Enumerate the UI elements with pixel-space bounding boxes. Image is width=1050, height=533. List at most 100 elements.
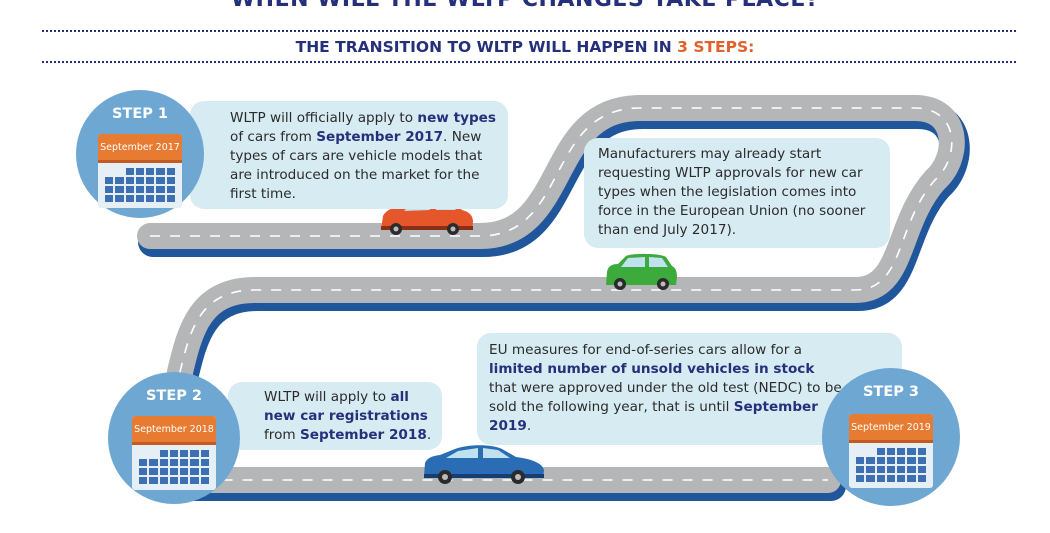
calendar-day-cell (139, 477, 148, 484)
calendar-day-cell (166, 195, 175, 202)
calendar-day-cell (105, 177, 114, 184)
calendar-grid (139, 450, 209, 484)
calendar-grid (105, 168, 175, 202)
step2-label: STEP 2 (145, 388, 202, 404)
early-approval-description: Manufacturers may already start requesti… (584, 138, 890, 248)
calendar-day-cell (139, 450, 147, 457)
b3-text: from (264, 427, 300, 443)
calendar-day-cell (876, 466, 885, 473)
b3-text: . (426, 427, 432, 443)
calendar-day-cell (135, 186, 145, 193)
step3-badge: STEP 3 September 2019 (822, 368, 960, 506)
b3-bold-registrations: all new car registrations (264, 389, 428, 424)
b4-text: EU measures for end-of-series cars allow… (489, 342, 802, 358)
b1-text: WLTP will officially apply to (230, 110, 418, 126)
b1-bold-date: September 2017 (316, 129, 444, 145)
calendar-day-cell (907, 448, 916, 455)
calendar-day-cell (886, 466, 896, 473)
blue-car-icon (424, 445, 544, 484)
step1-label: STEP 1 (111, 106, 168, 122)
b1-text: of cars from (230, 129, 317, 145)
calendar-day-cell (135, 177, 145, 184)
b4-text: that were approved under the old test (N… (489, 380, 842, 415)
calendar-day-cell (856, 457, 865, 464)
calendar-day-cell (125, 168, 134, 175)
calendar-day-cell (180, 477, 189, 484)
calendar-day-cell (169, 468, 179, 475)
calendar-day-cell (115, 195, 124, 202)
calendar-month: September 2019 (849, 414, 933, 443)
calendar-day-cell (200, 459, 209, 466)
calendar-day-cell (907, 475, 916, 482)
calendar-day-cell (190, 477, 199, 484)
calendar-day-cell (125, 177, 134, 184)
calendar-day-cell (139, 468, 148, 475)
calendar-day-cell (200, 468, 209, 475)
calendar-day-cell (876, 475, 885, 482)
calendar-icon: September 2017 (98, 134, 182, 208)
calendar-day-cell (105, 186, 114, 193)
calendar-day-cell (149, 450, 157, 457)
calendar-day-cell (115, 168, 123, 175)
calendar-day-cell (166, 177, 175, 184)
calendar-day-cell (115, 186, 124, 193)
calendar-day-cell (866, 466, 875, 473)
calendar-day-cell (125, 186, 134, 193)
calendar-day-cell (856, 466, 865, 473)
calendar-day-cell (135, 168, 145, 175)
calendar-day-cell (917, 466, 926, 473)
calendar-day-cell (156, 195, 165, 202)
b4-bold-date: September 2019 (489, 399, 818, 434)
step3-label: STEP 3 (862, 384, 919, 400)
calendar-day-cell (907, 466, 916, 473)
calendar-day-cell (149, 477, 158, 484)
calendar-day-cell (897, 475, 906, 482)
calendar-day-cell (146, 168, 155, 175)
calendar-day-cell (876, 457, 885, 464)
calendar-day-cell (886, 475, 896, 482)
calendar-month: September 2018 (132, 416, 216, 445)
calendar-day-cell (886, 457, 896, 464)
calendar-day-cell (159, 477, 168, 484)
green-car-icon (606, 253, 677, 290)
b1-bold-new-types: new types (417, 110, 496, 126)
calendar-day-cell (897, 466, 906, 473)
calendar-day-cell (146, 195, 155, 202)
calendar-month: September 2017 (98, 134, 182, 163)
b2-text: Manufacturers may already start requesti… (598, 146, 866, 238)
step1-description: WLTP will officially apply to new types … (190, 101, 508, 209)
calendar-day-cell (169, 477, 179, 484)
calendar-day-cell (139, 459, 148, 466)
calendar-day-cell (917, 475, 926, 482)
calendar-day-cell (125, 195, 134, 202)
dotted-divider-bottom (42, 61, 1016, 63)
calendar-day-cell (159, 450, 168, 457)
calendar-day-cell (166, 168, 175, 175)
calendar-day-cell (190, 459, 199, 466)
calendar-day-cell (105, 168, 113, 175)
step1-badge: STEP 1 September 2017 (76, 90, 204, 218)
calendar-icon: September 2018 (132, 416, 216, 490)
calendar-day-cell (866, 475, 875, 482)
calendar-icon: September 2019 (849, 414, 933, 488)
calendar-day-cell (190, 450, 199, 457)
page-title: WHEN WILL THE WLTP CHANGES TAKE PLACE? (0, 0, 1050, 12)
calendar-day-cell (180, 459, 189, 466)
subtitle-text: THE TRANSITION TO WLTP WILL HAPPEN IN (295, 38, 672, 56)
calendar-day-cell (200, 450, 209, 457)
calendar-day-cell (169, 459, 179, 466)
calendar-grid (856, 448, 926, 482)
calendar-day-cell (917, 448, 926, 455)
calendar-day-cell (146, 186, 155, 193)
calendar-day-cell (876, 448, 885, 455)
subtitle: THE TRANSITION TO WLTP WILL HAPPEN IN 3 … (0, 38, 1050, 56)
calendar-day-cell (159, 468, 168, 475)
calendar-day-cell (897, 448, 906, 455)
calendar-day-cell (166, 186, 175, 193)
calendar-day-cell (149, 468, 158, 475)
calendar-day-cell (115, 177, 124, 184)
calendar-day-cell (886, 448, 896, 455)
calendar-day-cell (856, 448, 864, 455)
calendar-day-cell (105, 195, 114, 202)
